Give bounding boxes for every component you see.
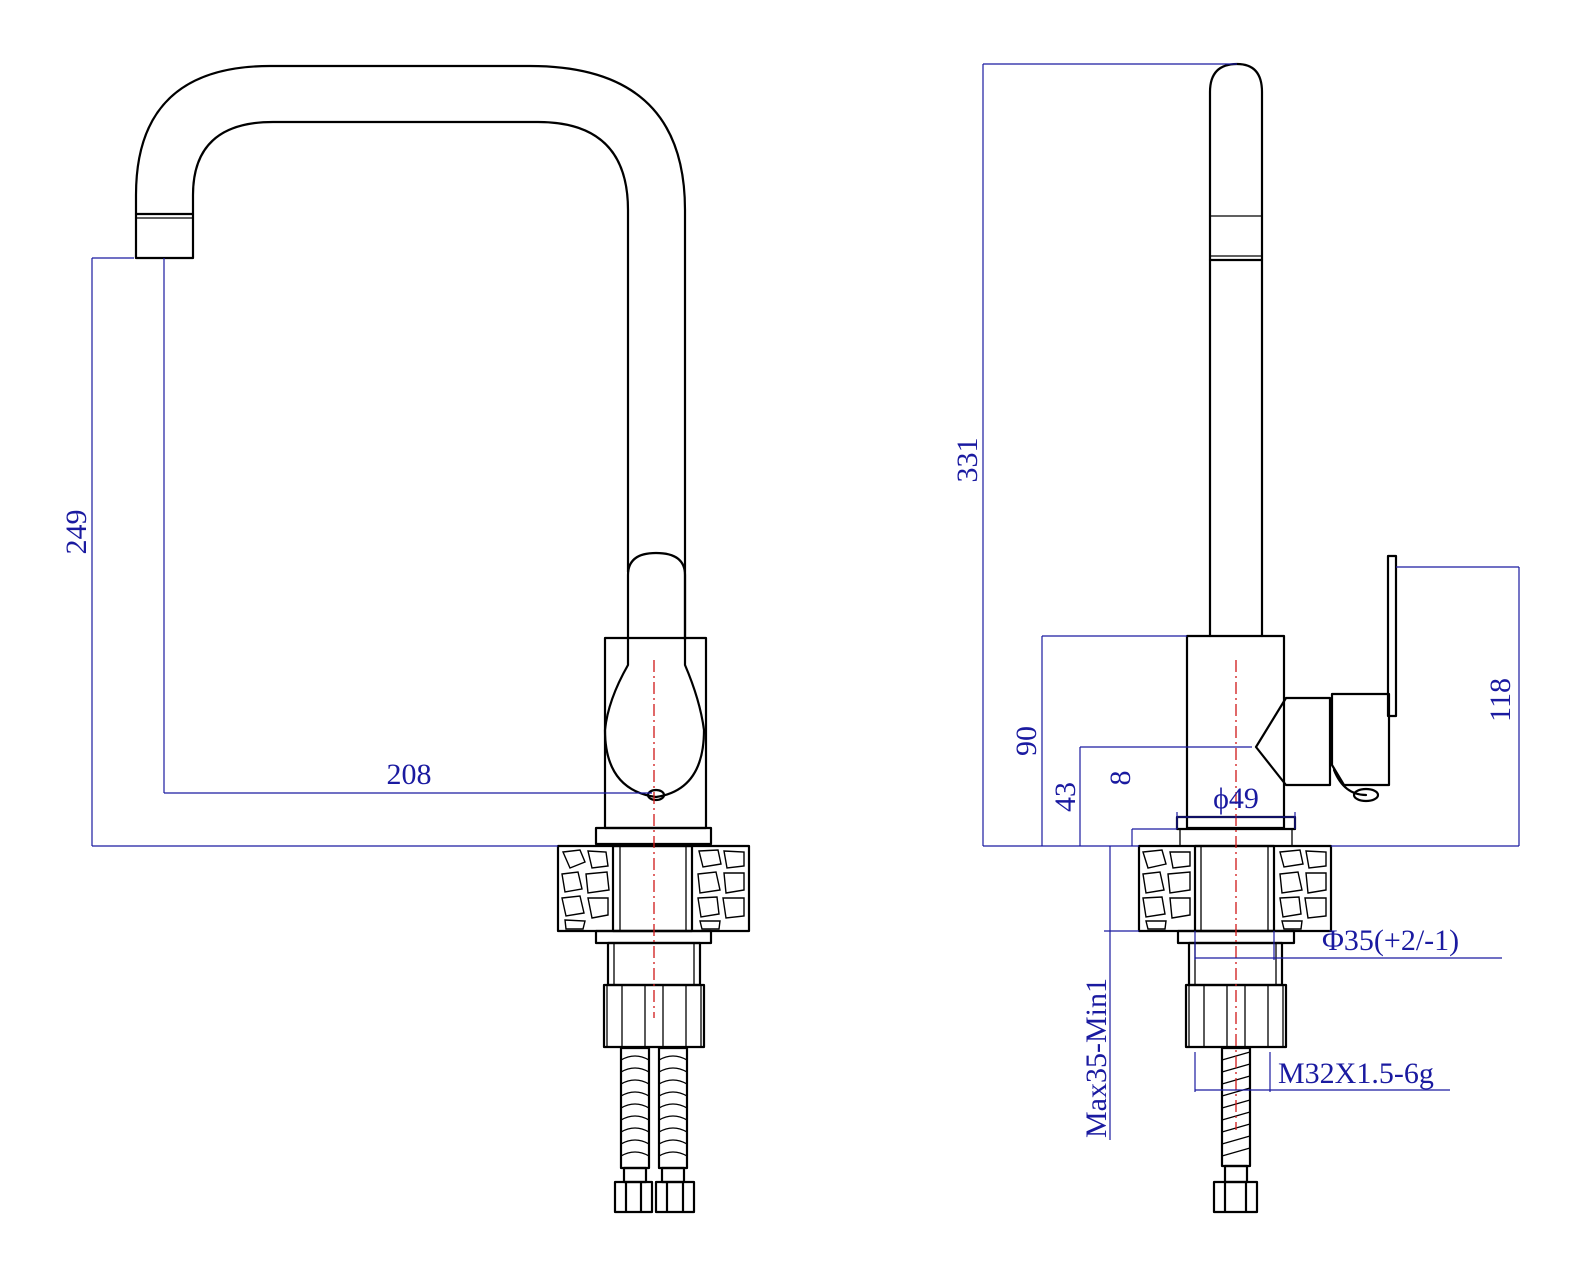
side-spout-outline: [1208, 62, 1264, 638]
dim-lever-axis-height: 43: [1049, 746, 1252, 846]
aerator-outline: [134, 212, 195, 260]
dim-base-diameter: ϕ49: [1176, 782, 1296, 829]
dim-total-height: 331: [951, 63, 1237, 847]
dim-base-diameter-label: ϕ49: [1213, 782, 1259, 815]
side-threaded-rod: [1212, 1046, 1259, 1214]
dim-body-height: 90: [1010, 635, 1187, 846]
dim-spout-height: 249: [60, 257, 558, 847]
side-counter-section: [1137, 844, 1333, 933]
dim-counter-thickness: Max35-Min1: [1080, 846, 1139, 1140]
dim-flange-height-label: 8: [1104, 771, 1137, 786]
dim-spout-reach-label: 208: [387, 758, 432, 791]
dim-thread-label: M32X1.5-6g: [1278, 1057, 1434, 1090]
side-lever-outline: [1254, 696, 1332, 787]
front-lever-handle-outline: [603, 551, 706, 799]
dim-lever-axis-height-label: 43: [1049, 782, 1082, 812]
dim-body-height-label: 90: [1010, 726, 1043, 756]
dim-handle-height-label: 118: [1484, 678, 1517, 722]
dim-total-height-label: 331: [951, 438, 984, 483]
dim-counter-thickness-label: Max35-Min1: [1080, 978, 1113, 1138]
dim-spout-height-label: 249: [60, 510, 93, 555]
dim-flange-height: 8: [1104, 771, 1177, 846]
side-handle-plate-outline: [1386, 554, 1398, 718]
dim-thread: M32X1.5-6g: [1194, 1052, 1450, 1092]
dim-handle-height: 118: [1331, 566, 1520, 847]
spout-outer-outline: [134, 64, 687, 642]
dim-hole-diameter-label: Φ35(+2/-1): [1322, 924, 1459, 957]
dim-spout-reach: 208: [163, 258, 652, 794]
front-view: 249 208: [60, 64, 751, 1214]
dim-hole-diameter: Φ35(+2/-1): [1194, 924, 1502, 960]
spout-inner-outline: [191, 120, 630, 574]
side-view: 331 90 43 8 ϕ49: [951, 62, 1520, 1214]
front-hoses: [613, 1046, 696, 1214]
